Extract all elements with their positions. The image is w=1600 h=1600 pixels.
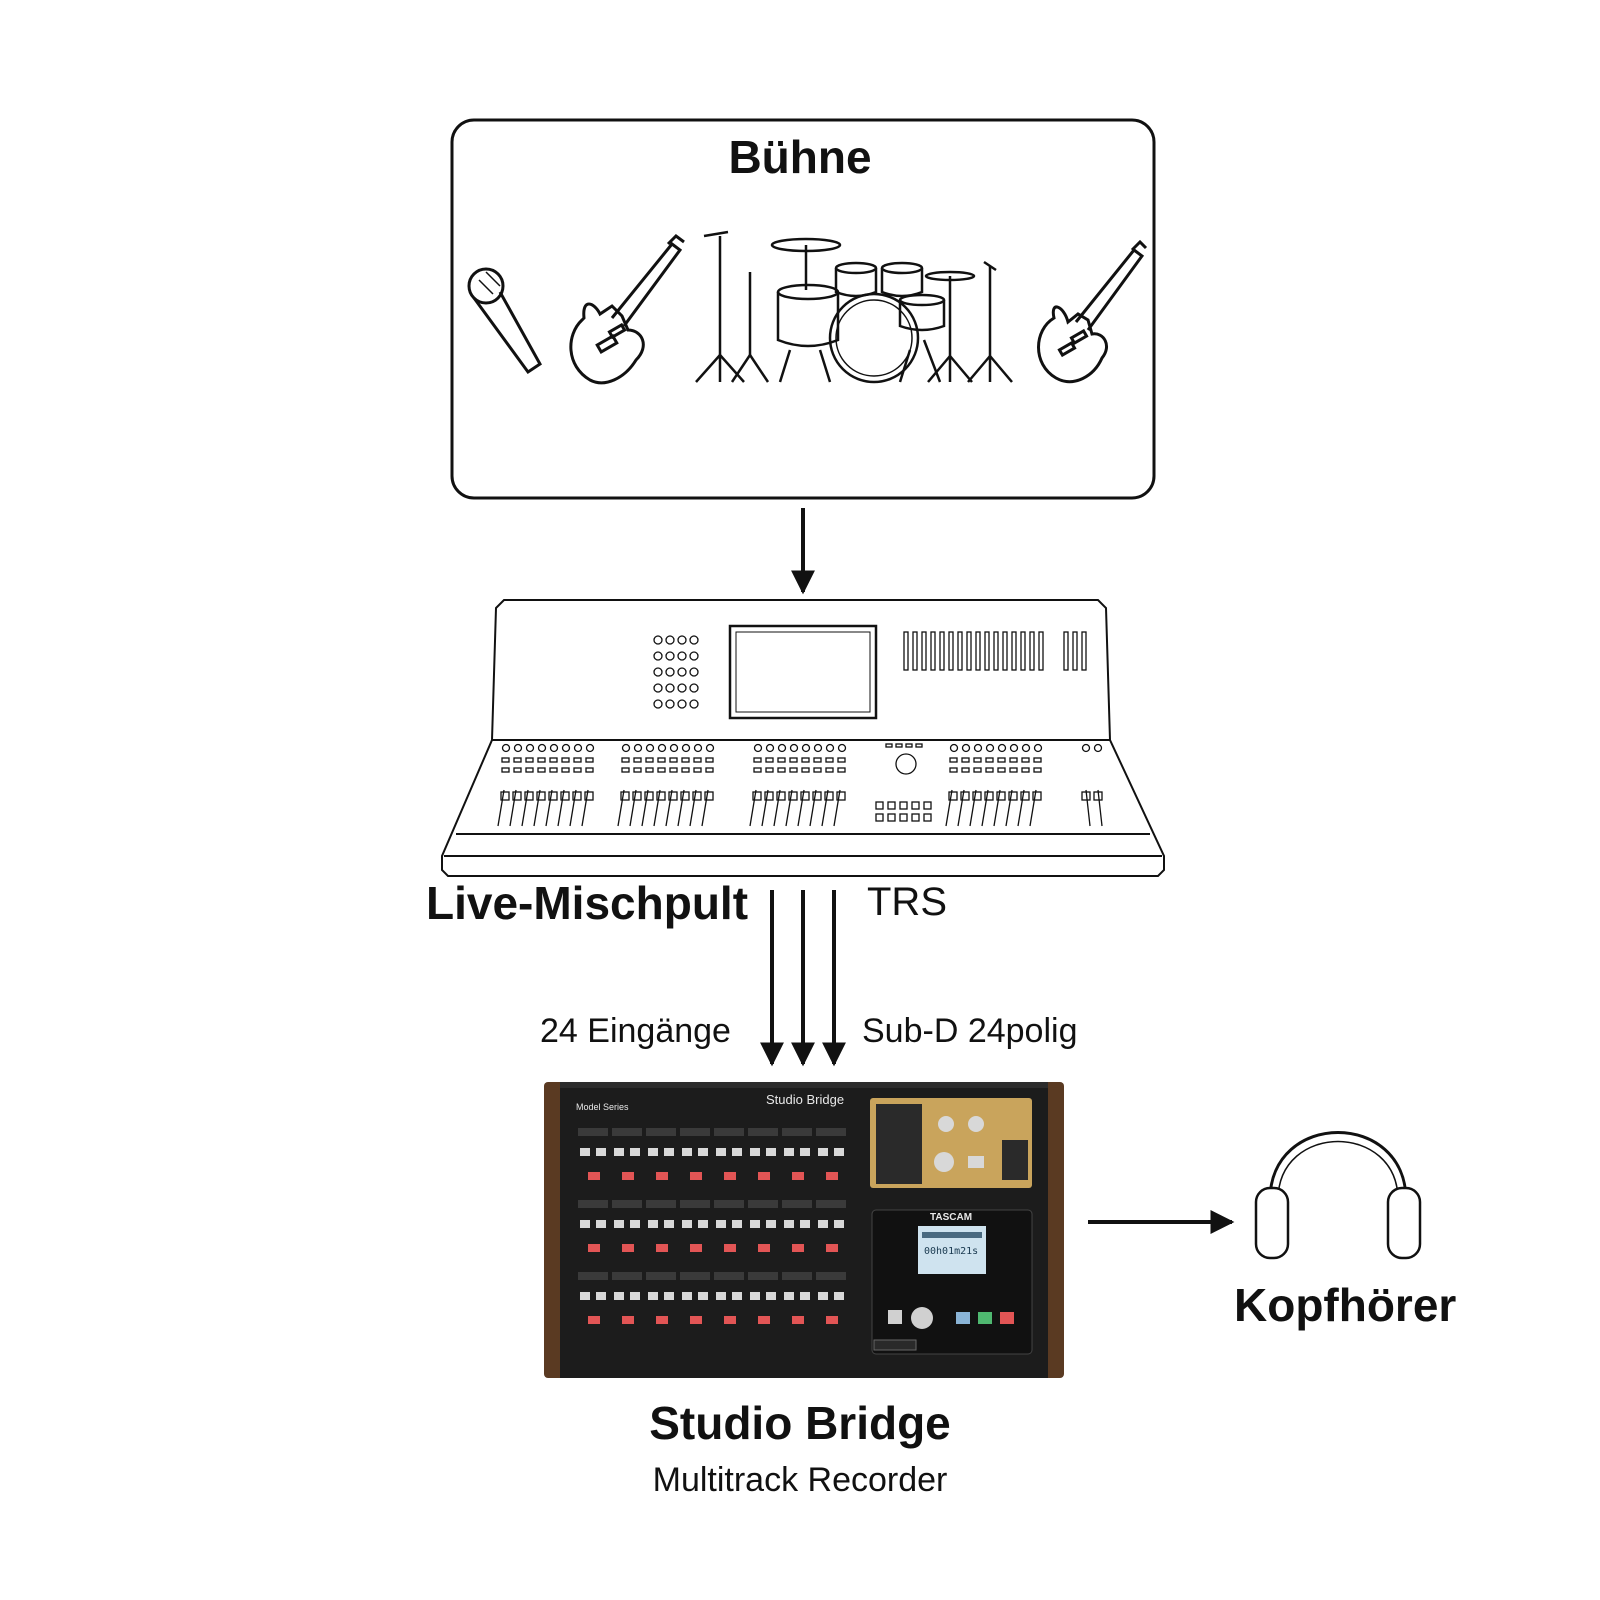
recorder-title: Studio Bridge	[649, 1397, 951, 1449]
recorder-subtitle: Multitrack Recorder	[652, 1461, 948, 1499]
drum-kit-icon	[695, 230, 1013, 384]
recorder-brand: TASCAM	[930, 1212, 973, 1223]
microphone-icon	[467, 267, 542, 375]
mixer-label: Live-Mischpult	[426, 877, 749, 929]
recorder-channel-strips	[578, 1128, 846, 1324]
connector-label: Sub-D 24polig	[862, 1012, 1078, 1050]
recorder-counter: 00h01m21s	[924, 1246, 979, 1257]
inputs-label: 24 Eingänge	[540, 1012, 731, 1050]
mixer-controls	[497, 631, 1103, 827]
stage-box	[450, 118, 1156, 500]
stage-title: Bühne	[728, 131, 872, 183]
bass-guitar-icon	[1037, 239, 1148, 384]
headphones-icon	[1254, 1131, 1422, 1260]
electric-guitar-icon	[569, 234, 685, 385]
multitrack-recorder-icon	[544, 1082, 1064, 1378]
recorder-series: Model Series	[576, 1102, 629, 1112]
headphones-label: Kopfhörer	[1234, 1279, 1457, 1331]
mixing-console-icon	[441, 599, 1165, 877]
recorder-panel-name: Studio Bridge	[766, 1092, 845, 1107]
cable-label: TRS	[867, 880, 947, 924]
